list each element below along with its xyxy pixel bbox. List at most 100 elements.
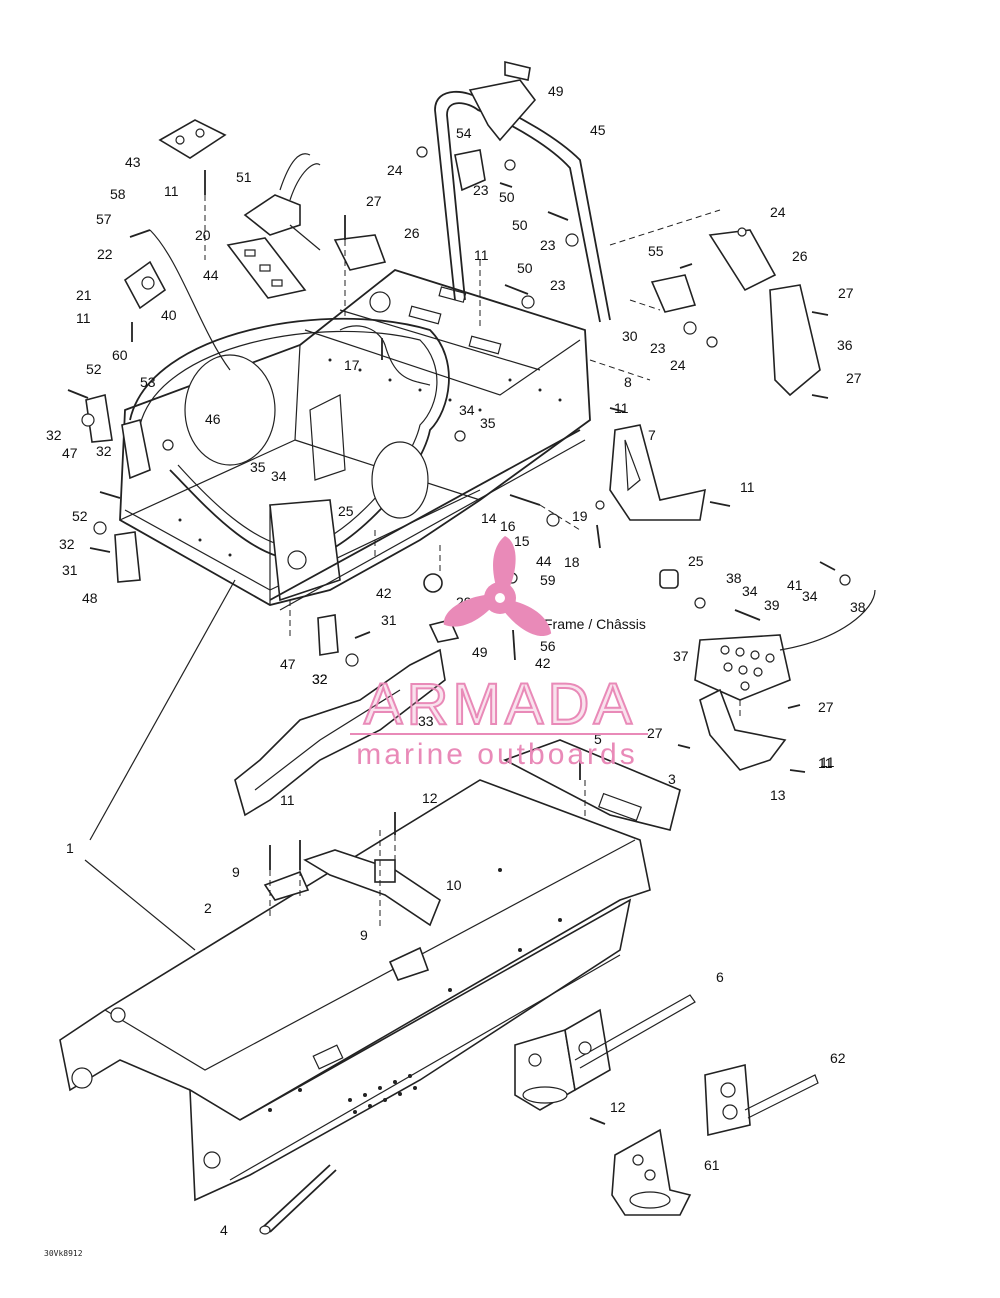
callout-23: 23 xyxy=(473,182,489,198)
callout-11: 11 xyxy=(76,310,91,326)
callout-37: 37 xyxy=(673,648,689,664)
callout-11: 11 xyxy=(280,792,295,808)
callout-40: 40 xyxy=(161,307,177,323)
callout-2: 2 xyxy=(204,900,212,916)
callout-22: 22 xyxy=(97,246,113,262)
steering-hoop xyxy=(434,60,611,323)
callout-53: 53 xyxy=(140,374,156,390)
callout-62: 62 xyxy=(830,1050,846,1066)
callout-32: 32 xyxy=(96,443,112,459)
callout-27: 27 xyxy=(647,725,663,741)
callout-12: 12 xyxy=(610,1099,626,1115)
callout-57: 57 xyxy=(96,211,112,227)
callout-24: 24 xyxy=(770,204,786,220)
callout-5: 5 xyxy=(594,731,602,747)
tunnel-part-2 xyxy=(59,779,651,1202)
callout-9: 9 xyxy=(232,864,240,880)
callout-48: 48 xyxy=(82,590,98,606)
callout-59: 59 xyxy=(540,572,556,588)
footrest-brackets xyxy=(514,994,819,1216)
callout-11: 11 xyxy=(614,400,629,416)
callout-38: 38 xyxy=(850,599,866,615)
callout-11: 11 xyxy=(474,247,489,263)
callout-52: 52 xyxy=(72,508,88,524)
callout-23: 23 xyxy=(540,237,556,253)
drawing-code: 30Vk8912 xyxy=(44,1249,83,1258)
callout-60: 60 xyxy=(112,347,128,363)
callout-61: 61 xyxy=(704,1157,720,1173)
callout-32: 32 xyxy=(59,536,75,552)
callout-6: 6 xyxy=(716,969,724,985)
callout-39: 39 xyxy=(764,597,780,613)
callout-32: 32 xyxy=(312,671,328,687)
callout-13: 13 xyxy=(770,787,786,803)
rivet-dots xyxy=(178,358,562,557)
callout-31: 31 xyxy=(62,562,78,578)
callout-11: 11 xyxy=(818,755,833,771)
callout-25: 25 xyxy=(688,553,704,569)
callout-12: 12 xyxy=(422,790,438,806)
callout-31: 31 xyxy=(381,612,397,628)
callout-34: 34 xyxy=(459,402,475,418)
callout-11: 11 xyxy=(740,479,755,495)
watermark-brand: ARMADA xyxy=(364,672,636,737)
callout-50: 50 xyxy=(499,189,515,205)
callout-43: 43 xyxy=(125,154,141,170)
callout-25: 25 xyxy=(338,503,354,519)
callout-10: 10 xyxy=(446,877,462,893)
callout-27: 27 xyxy=(818,699,834,715)
callout-54: 54 xyxy=(456,125,472,141)
callout-20: 20 xyxy=(195,227,211,243)
callout-36: 36 xyxy=(837,337,853,353)
callout-21: 21 xyxy=(76,287,92,303)
part-4-rod xyxy=(259,1164,337,1235)
callout-50: 50 xyxy=(517,260,533,276)
callout-42: 42 xyxy=(376,585,392,601)
callout-47: 47 xyxy=(280,656,296,672)
diagram-caption: Frame / Châssis xyxy=(544,616,646,632)
callout-23: 23 xyxy=(650,340,666,356)
callout-23: 23 xyxy=(550,277,566,293)
callout-55: 55 xyxy=(648,243,664,259)
callout-7: 7 xyxy=(648,427,656,443)
watermark-tagline: marine outboards xyxy=(356,738,637,771)
watermark: ARMADA marine outboards xyxy=(350,536,648,771)
callout-46: 46 xyxy=(205,411,221,427)
callout-45: 45 xyxy=(590,122,606,138)
assembly-lines xyxy=(84,195,876,951)
callout-3: 3 xyxy=(668,771,676,787)
propeller-logo-icon xyxy=(443,536,552,637)
callout-4: 4 xyxy=(220,1222,228,1238)
callout-34: 34 xyxy=(271,468,287,484)
callout-15: 15 xyxy=(514,533,530,549)
callout-26: 26 xyxy=(404,225,420,241)
callout-42: 42 xyxy=(535,655,551,671)
callout-27: 27 xyxy=(838,285,854,301)
callout-19: 19 xyxy=(572,508,588,524)
callout-49: 49 xyxy=(548,83,564,99)
hardware-fasteners xyxy=(67,146,851,1125)
callout-32: 32 xyxy=(312,671,328,687)
callout-44: 44 xyxy=(203,267,219,283)
upper-frame-assembly xyxy=(119,268,591,611)
callout-1: 1 xyxy=(66,840,74,856)
callout-24: 24 xyxy=(670,357,686,373)
callout-24: 24 xyxy=(387,162,403,178)
callout-35: 35 xyxy=(250,459,266,475)
callout-49: 49 xyxy=(472,644,488,660)
callout-numbers: 1234567899101111111111111111121213141516… xyxy=(46,83,866,1238)
callout-34: 34 xyxy=(802,588,818,604)
callout-11: 11 xyxy=(164,183,179,199)
plate-37-holes xyxy=(720,645,775,691)
tunnel-rivets xyxy=(268,868,562,1114)
callout-27: 27 xyxy=(366,193,382,209)
callout-52: 52 xyxy=(86,361,102,377)
callout-41: 41 xyxy=(787,577,803,593)
callout-18: 18 xyxy=(564,554,580,570)
callout-11: 11 xyxy=(820,754,835,770)
part-3 xyxy=(503,739,681,831)
tunnel-brackets xyxy=(263,849,441,981)
callout-34: 34 xyxy=(742,583,758,599)
callout-16: 16 xyxy=(500,518,516,534)
callout-9: 9 xyxy=(360,927,368,943)
